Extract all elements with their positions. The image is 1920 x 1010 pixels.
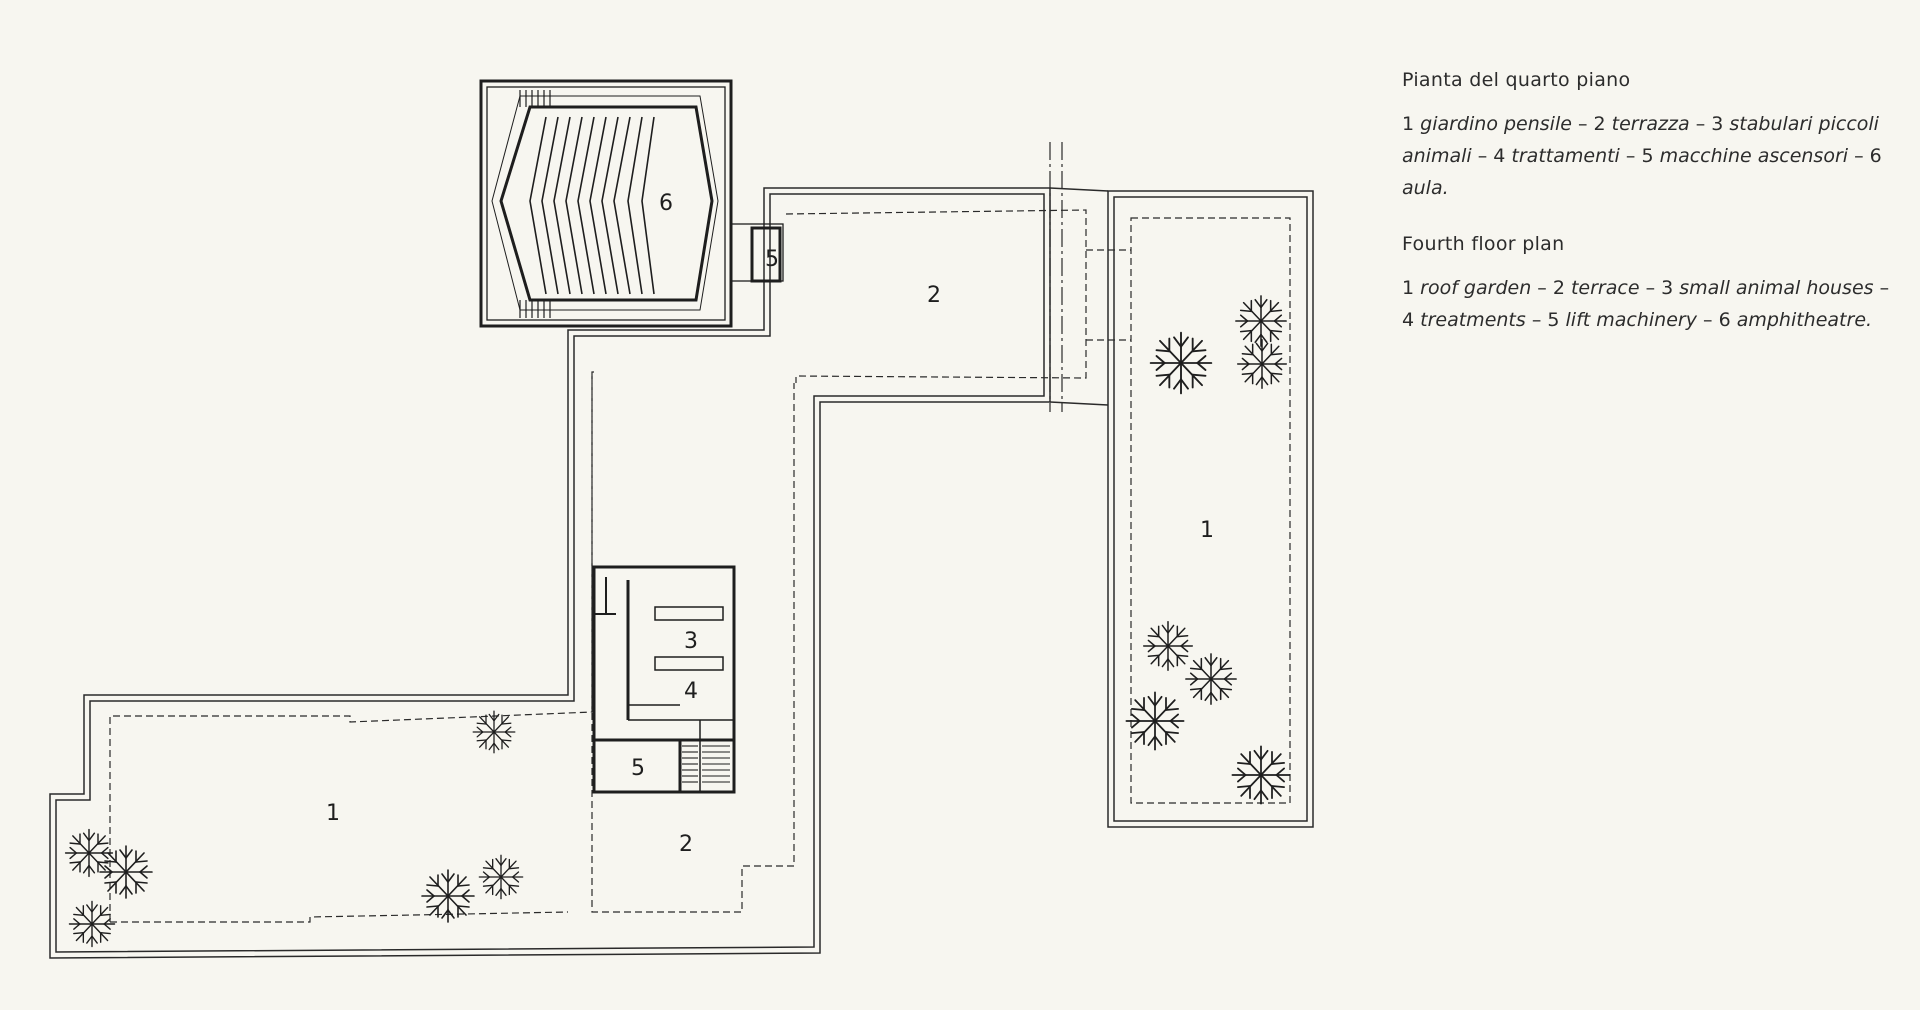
label-terrace-north: 2 xyxy=(927,283,941,308)
legend-heading-italian: Pianta del quarto piano xyxy=(1402,69,1631,91)
label-lift-machinery-south: 5 xyxy=(631,756,645,781)
legend-en-num-1: 1 xyxy=(1402,277,1415,299)
legend-items-english: 1 roof garden – 2 terrace – 3 small anim… xyxy=(1402,277,1890,331)
legend: Pianta del quarto piano 1 giardino pensi… xyxy=(1402,64,1902,360)
legend-it-text-2: terrazza xyxy=(1611,113,1690,135)
trees-west-garden xyxy=(64,710,524,948)
legend-en-num-3: 3 xyxy=(1661,277,1674,299)
legend-en-num-4: 4 xyxy=(1402,309,1415,331)
legend-it-num-4: 4 xyxy=(1493,145,1506,167)
legend-en-num-2: 2 xyxy=(1552,277,1565,299)
label-roof-garden-east: 1 xyxy=(1200,518,1214,543)
legend-en-text-5: lift machinery xyxy=(1565,309,1697,331)
tree-icon xyxy=(472,710,516,754)
tree-icon xyxy=(1185,653,1237,705)
legend-en-text-1: roof garden xyxy=(1420,277,1532,299)
tree-icon xyxy=(421,869,475,923)
legend-it-text-4: trattamenti xyxy=(1511,145,1620,167)
legend-it-num-3: 3 xyxy=(1711,113,1724,135)
legend-it-num-5: 5 xyxy=(1641,145,1654,167)
legend-it-num-2: 2 xyxy=(1593,113,1606,135)
legend-en-text-3: small animal houses xyxy=(1679,277,1874,299)
legend-en-num-6: 6 xyxy=(1718,309,1731,331)
parapet-dashed-lines xyxy=(109,209,1291,923)
legend-it-text-5: macchine ascensori xyxy=(1659,145,1849,167)
tree-icon xyxy=(1236,338,1288,390)
legend-it-text-3: stabulari piccoli animali xyxy=(1402,113,1879,167)
tree-icon xyxy=(1231,745,1291,805)
tree-icon xyxy=(99,845,153,899)
lift-machinery-north-block xyxy=(730,223,784,283)
outer-walls xyxy=(49,187,1314,959)
room-labels: 1 1 2 2 3 4 5 5 6 xyxy=(326,191,1214,857)
label-small-animal-houses: 3 xyxy=(684,629,698,654)
section-axis xyxy=(1049,142,1063,412)
stair-icon xyxy=(519,90,551,318)
legend-en-text-6: amphitheatre. xyxy=(1736,309,1873,331)
seat-row-icon xyxy=(529,116,655,295)
amphitheatre-block xyxy=(479,79,733,328)
tree-icon xyxy=(64,828,114,878)
legend-it-num-1: 1 xyxy=(1402,113,1415,135)
tree-icon xyxy=(1142,620,1194,672)
legend-it-text-6: aula. xyxy=(1402,177,1449,199)
tree-icon xyxy=(1149,331,1213,395)
trees-east-garden xyxy=(1125,295,1291,805)
label-amphitheatre: 6 xyxy=(659,191,673,216)
legend-en-num-5: 5 xyxy=(1547,309,1560,331)
legend-it-text-1: giardino pensile xyxy=(1420,113,1572,135)
label-terrace-south: 2 xyxy=(679,832,693,857)
legend-heading-english: Fourth floor plan xyxy=(1402,233,1565,255)
central-block xyxy=(592,565,736,794)
tree-icon xyxy=(1235,295,1287,347)
tree-icon xyxy=(478,854,524,900)
label-lift-machinery-north: 5 xyxy=(765,247,779,272)
legend-items-italian: 1 giardino pensile – 2 terrazza – 3 stab… xyxy=(1402,113,1882,199)
tree-icon xyxy=(1125,691,1185,751)
legend-en-text-4: treatments xyxy=(1420,309,1526,331)
legend-it-num-6: 6 xyxy=(1869,145,1882,167)
label-roof-garden-west: 1 xyxy=(326,801,340,826)
label-treatments: 4 xyxy=(684,679,698,704)
legend-en-text-2: terrace xyxy=(1570,277,1640,299)
tree-icon xyxy=(68,900,116,948)
